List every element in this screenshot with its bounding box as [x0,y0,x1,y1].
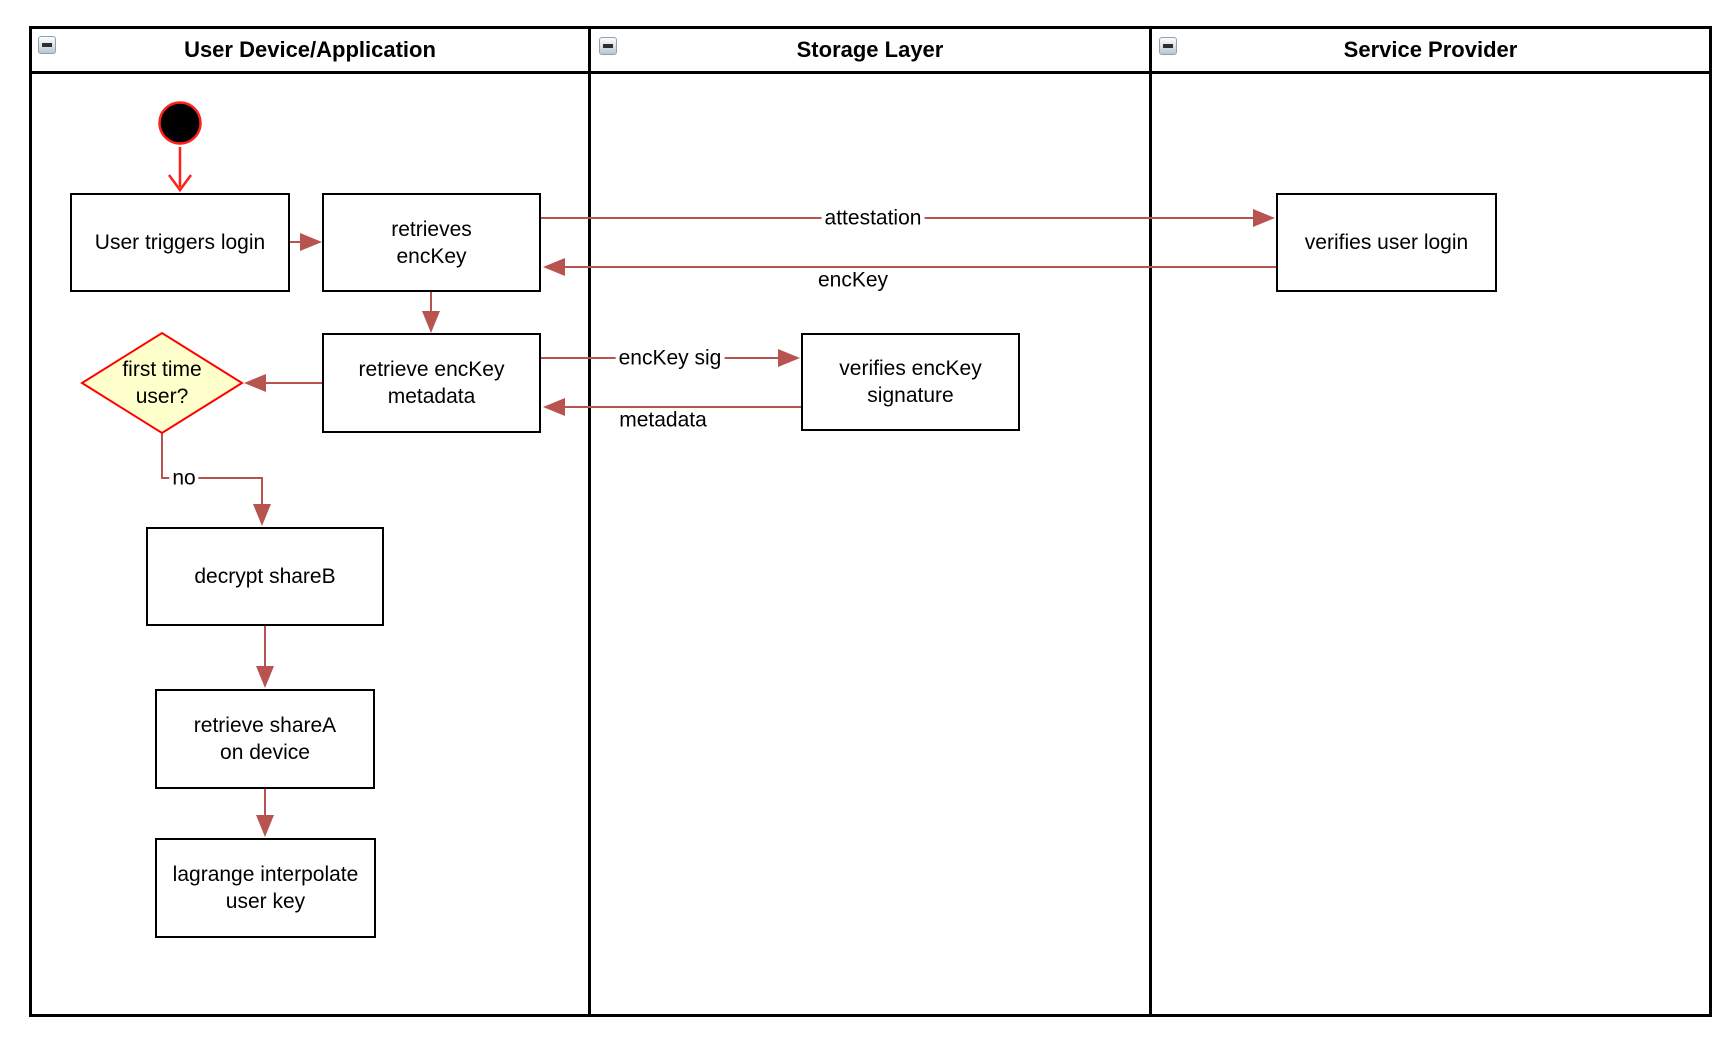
initial-node[interactable] [158,101,202,145]
edge-label-enckey: encKey [814,268,892,292]
lane-header-separator [29,71,1712,74]
activity-verifies-enckey-signature[interactable]: verifies encKey signature [801,333,1020,431]
lane-title-user-device-application: User Device/Application [184,37,436,62]
lane-title-storage-layer: Storage Layer [796,37,944,62]
lane-divider [1149,26,1152,1017]
decision-diamond[interactable] [80,331,244,435]
edge-label-no: no [169,466,199,490]
edge-label-metadata: metadata [616,408,710,432]
activity-lagrange-interpolate-user-key[interactable]: lagrange interpolate user key [155,838,376,938]
activity-decrypt-shareb[interactable]: decrypt shareB [146,527,384,626]
edge-label-enckey-sig: encKey sig [615,346,725,370]
lane-title-service-provider: Service Provider [1343,37,1518,62]
edge-decision-no-to-decrypt [161,433,271,526]
lane-divider [588,26,591,1017]
collapse-lane-storage-layer-button[interactable] [599,37,617,55]
activity-retrieves-enckey[interactable]: retrieves encKey [322,193,541,292]
collapse-lane-service-provider-button[interactable] [1159,37,1177,55]
activity-user-triggers-login[interactable]: User triggers login [70,193,290,292]
activity-retrieve-enckey-metadata[interactable]: retrieve encKey metadata [322,333,541,433]
decision-first-time-user-label: first time user? [122,358,202,408]
edge-label-attestation: attestation [821,206,925,230]
collapse-lane-user-device-button[interactable] [38,36,56,54]
pool-border [29,26,1712,1017]
minus-icon [1163,44,1173,48]
activity-verifies-user-login[interactable]: verifies user login [1276,193,1497,292]
activity-retrieve-sharea-on-device[interactable]: retrieve shareA on device [155,689,375,789]
minus-icon [42,43,52,47]
minus-icon [603,44,613,48]
open-arrowhead-icon [167,174,193,193]
